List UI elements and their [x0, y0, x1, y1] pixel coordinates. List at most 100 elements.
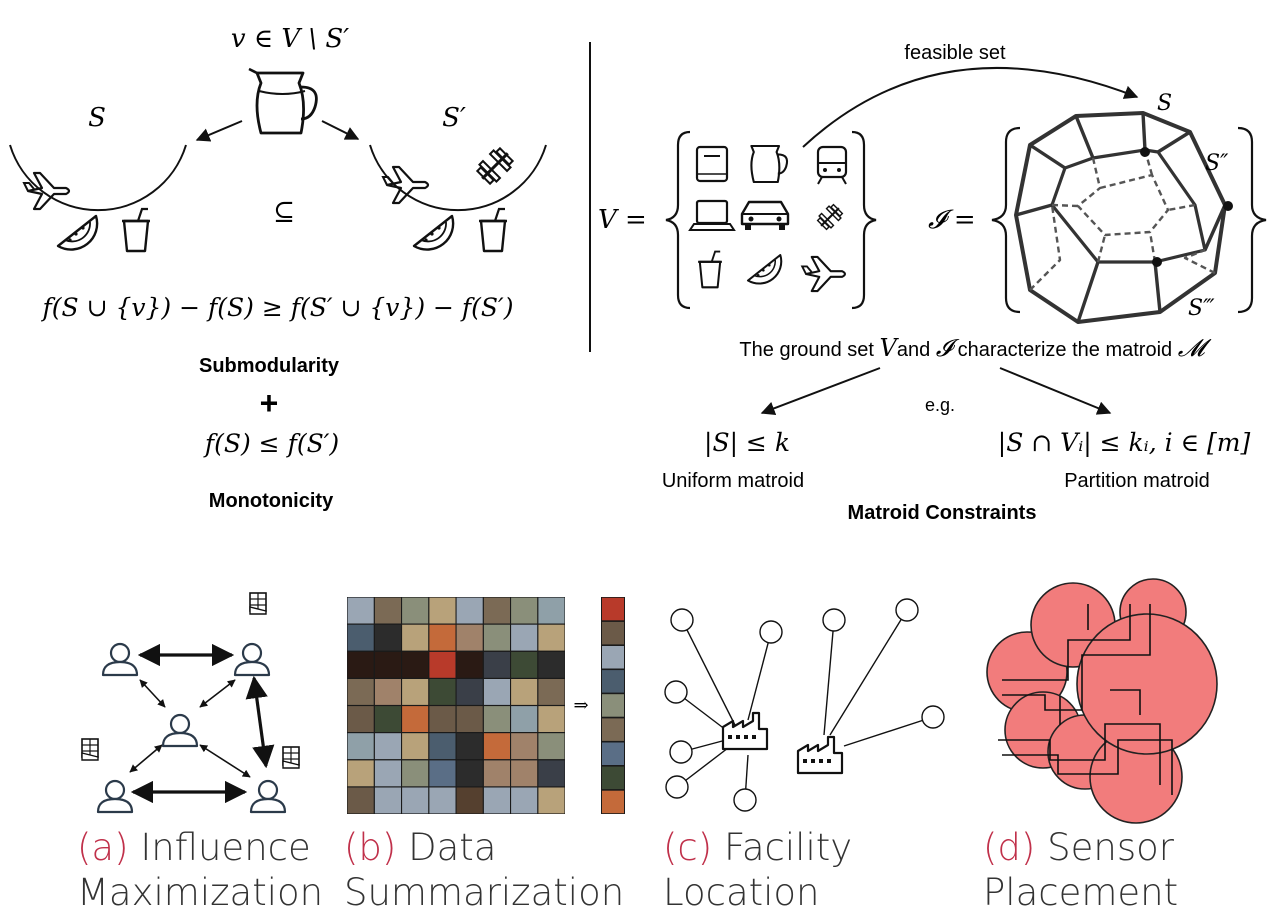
mosaic-tile [538, 706, 565, 732]
person-icon [233, 642, 271, 677]
factory-icon [796, 735, 844, 775]
mosaic-tile [402, 651, 429, 678]
mosaic-tile [483, 733, 510, 760]
mosaic-tile [538, 597, 565, 624]
set-S-label: S [88, 103, 106, 133]
submodular-inequality: f(S ∪ {v}) − f(S) ≥ f(S′ ∪ {v}) − f(S′) [41, 293, 514, 322]
mosaic-tile [429, 760, 456, 787]
book-icon [695, 145, 729, 183]
mosaic-tile [429, 651, 456, 678]
mosaic-tile [456, 733, 483, 760]
uniform-matroid-label: Uniform matroid [662, 470, 804, 492]
mosaic-tile [456, 597, 483, 624]
feasible-set-label: feasible set [904, 42, 1006, 64]
left-brace-I [991, 126, 1021, 314]
mosaic-tile [347, 733, 374, 760]
caption-c: (c) Facility Location [663, 826, 852, 913]
mosaic-tile [347, 706, 374, 732]
airplane-icon [381, 165, 430, 205]
mosaic-tile [456, 787, 483, 814]
summary-tile [602, 718, 624, 741]
mosaic-tile [374, 760, 401, 787]
mosaic-tile [347, 760, 374, 787]
set-S-prime-label: S′ [442, 103, 466, 133]
partition-matroid-label: Partition matroid [1064, 470, 1210, 492]
mosaic-tile [456, 760, 483, 787]
vertex-S3-label: S‴ [1188, 296, 1215, 321]
mosaic-tile [347, 651, 374, 678]
arrow-to-S [195, 120, 243, 142]
mosaic-tile [347, 597, 374, 624]
mosaic-tile [511, 679, 538, 705]
caption-d: (d) Sensor Placement [983, 826, 1178, 913]
caption-a: (a) Influence Maximization [77, 826, 323, 913]
mosaic-tile [538, 787, 565, 814]
mosaic-tile [456, 624, 483, 651]
mosaic-tile [402, 624, 429, 651]
svg-text:Summarization: Summarization [344, 871, 624, 913]
mosaic-tile [347, 624, 374, 651]
mosaic-tile [374, 624, 401, 651]
mosaic-tile [429, 706, 456, 732]
mosaic-tile [456, 651, 483, 678]
factory-icon [721, 711, 769, 751]
summary-tile [602, 742, 624, 765]
person-icon [101, 642, 139, 677]
monotone-inequality: f(S) ≤ f(S′) [203, 429, 339, 458]
mosaic-tile [402, 679, 429, 705]
svg-text:Maximization: Maximization [77, 871, 323, 913]
person-icon [249, 779, 287, 814]
mosaic-tile [429, 787, 456, 814]
laptop-icon [688, 199, 736, 231]
person-icon [161, 713, 199, 748]
mosaic-tile [538, 651, 565, 678]
mosaic-tile [483, 651, 510, 678]
mosaic-tile [538, 760, 565, 787]
submodularity-title: Submodularity [199, 355, 340, 377]
right-brace [851, 130, 877, 310]
svg-text:(a) Influence: (a) Influence [77, 826, 311, 869]
plus-sign: + [260, 385, 279, 421]
submodularity-panel: v ∈ V \ S′ S S′ ⊆ f(S ∪ {v}) − f(S) ≥ f(… [9, 24, 547, 512]
vertex-S-label: S [1157, 91, 1172, 116]
svg-text:(d) Sensor: (d) Sensor [983, 826, 1175, 869]
caption-b: (b) Data Summarization [344, 826, 624, 913]
mosaic-tile [374, 679, 401, 705]
summary-arrow: ⇒ [573, 695, 588, 716]
chocolate-icon [282, 746, 300, 769]
mosaic-tile [347, 787, 374, 814]
chocolate-icon [81, 738, 99, 761]
matroid-constraints-title: Matroid Constraints [848, 502, 1037, 524]
feasible-arrow [802, 67, 1139, 148]
mosaic-tile [402, 787, 429, 814]
watermelon-icon [412, 214, 455, 251]
arrow-to-S-prime [321, 120, 360, 140]
mosaic-tile [483, 706, 510, 732]
matroid-panel: feasible set V = [598, 42, 1267, 524]
summary-tile [602, 694, 624, 717]
mosaic-tile [402, 733, 429, 760]
summary-tile [602, 670, 624, 693]
summary-tile [602, 646, 624, 669]
summary-tile [602, 766, 624, 790]
ground-set-sentence: The ground set Vand 𝓘 characterize the m… [739, 334, 1211, 362]
jug-icon [248, 67, 318, 135]
mosaic-tile [511, 733, 538, 760]
set-S-prime-bowl [369, 144, 547, 212]
sensor-coverage [986, 578, 1218, 824]
mosaic-tile [483, 679, 510, 705]
V-equals: V = [598, 205, 647, 235]
arrow-to-partition [999, 367, 1112, 415]
mosaic-tile [511, 597, 538, 624]
train-icon [816, 145, 848, 185]
mosaic-tile [511, 787, 538, 814]
partition-formula: |S ∩ Vᵢ| ≤ kᵢ, i ∈ [m] [998, 428, 1251, 458]
mosaic-tile [429, 679, 456, 705]
mosaic-tile [538, 679, 565, 705]
watermelon-icon [746, 253, 783, 285]
eg-label: e.g. [925, 395, 955, 415]
mosaic-tile [538, 624, 565, 651]
mosaic-tile [511, 651, 538, 678]
image-mosaic: ⇒ [347, 597, 625, 814]
chocolate-icon [249, 592, 267, 615]
